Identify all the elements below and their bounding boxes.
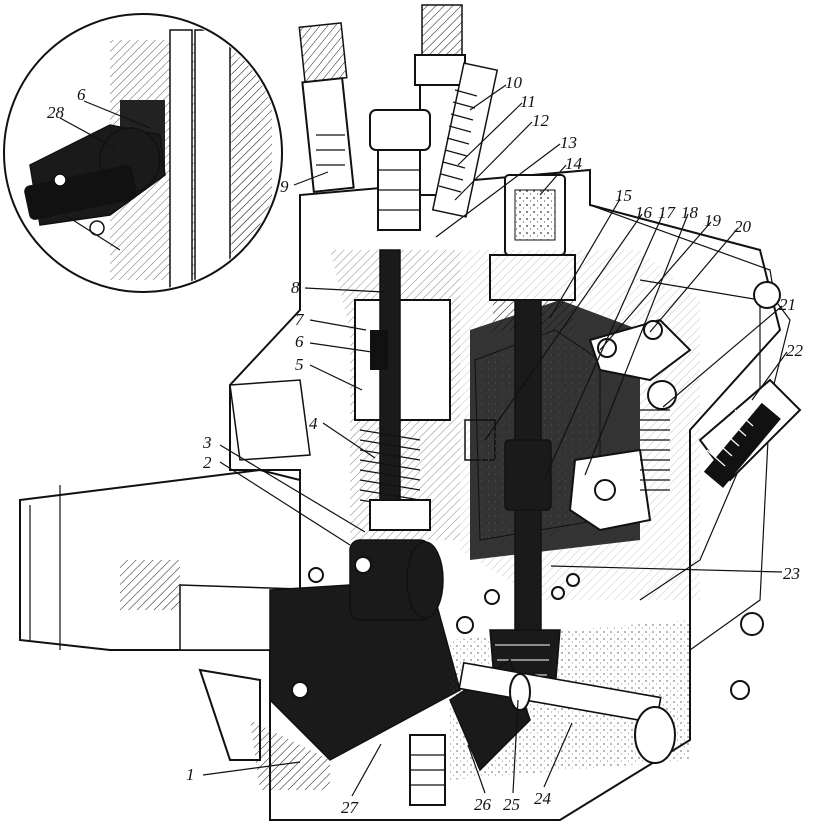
part-label-24: 24 <box>534 789 552 808</box>
part-label-21: 21 <box>779 295 796 314</box>
part-label-18: 18 <box>681 203 699 222</box>
part-label-11: 11 <box>520 92 536 111</box>
part-label-23: 23 <box>783 564 800 583</box>
part-label-13: 13 <box>560 133 577 152</box>
part-label-5: 5 <box>295 355 304 374</box>
part-label-10: 10 <box>505 73 523 92</box>
part-label-1: 1 <box>186 765 195 784</box>
part-label-15: 15 <box>615 186 632 205</box>
inset-label-28: 28 <box>47 103 65 122</box>
part-label-12: 12 <box>532 111 550 130</box>
part-label-27: 27 <box>341 798 360 817</box>
part-label-4: 4 <box>309 414 318 433</box>
leader-lines <box>202 84 788 797</box>
part-label-26: 26 <box>474 795 492 814</box>
part-label-8: 8 <box>291 278 300 297</box>
part-label-17: 17 <box>658 203 677 222</box>
part-label-6: 6 <box>295 332 304 351</box>
part-label-22: 22 <box>786 341 804 360</box>
detail-inset <box>3 13 283 293</box>
part-label-25: 25 <box>503 795 520 814</box>
drive-gears <box>291 556 690 806</box>
part-label-20: 20 <box>734 217 752 236</box>
part-label-9: 9 <box>280 177 289 196</box>
part-label-14: 14 <box>565 154 583 173</box>
governor-assembly <box>460 250 802 700</box>
part-label-7: 7 <box>295 310 305 329</box>
inset-label-6: 6 <box>77 85 86 104</box>
part-label-16: 16 <box>635 203 653 222</box>
part-label-2: 2 <box>203 453 212 472</box>
part-labels: 6 28 1 2 3 4 5 6 7 8 9 10 11 12 13 14 15… <box>47 73 804 817</box>
part-label-19: 19 <box>704 211 722 230</box>
part-label-3: 3 <box>202 433 212 452</box>
